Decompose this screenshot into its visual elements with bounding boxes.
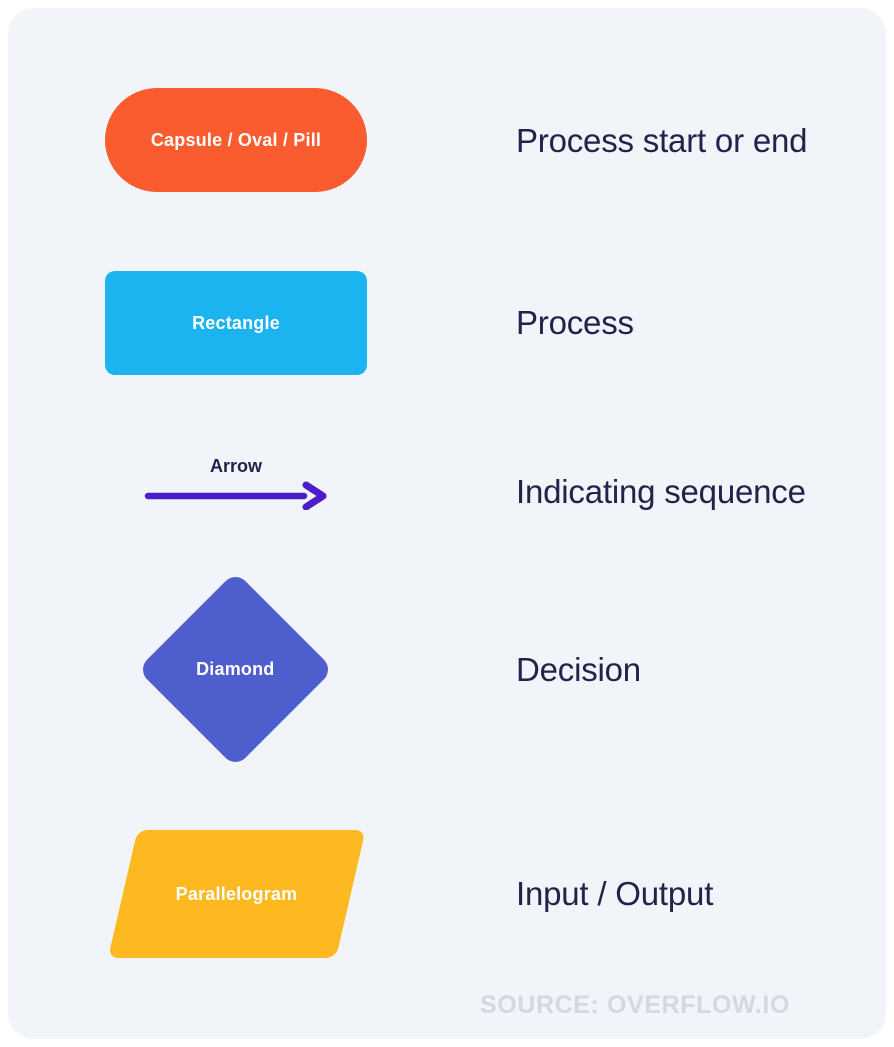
parallelogram-shape: Parallelogram: [108, 830, 366, 958]
parallelogram-shape-label: Parallelogram: [175, 883, 298, 904]
meaning-decision: Decision: [516, 651, 641, 688]
arrow-shape-label: Arrow: [209, 456, 262, 476]
diamond-shape-label: Diamond: [196, 659, 275, 679]
source-credit: SOURCE: OVERFLOW.IO: [479, 991, 790, 1019]
meaning-indicating-sequence: Indicating sequence: [516, 473, 806, 510]
meaning-process: Process: [516, 304, 634, 341]
meaning-process-start-or-end: Process start or end: [516, 122, 808, 159]
meaning-input-output: Input / Output: [516, 875, 714, 912]
arrow-icon: [144, 480, 328, 511]
rectangle-shape: Rectangle: [105, 271, 367, 375]
diamond-shape: Diamond: [137, 571, 334, 768]
legend-panel: Capsule / Oval / Pill Process start or e…: [8, 8, 886, 1039]
rectangle-shape-label: Rectangle: [192, 312, 280, 333]
capsule-shape-label: Capsule / Oval / Pill: [150, 129, 322, 150]
capsule-shape: Capsule / Oval / Pill: [105, 88, 367, 192]
